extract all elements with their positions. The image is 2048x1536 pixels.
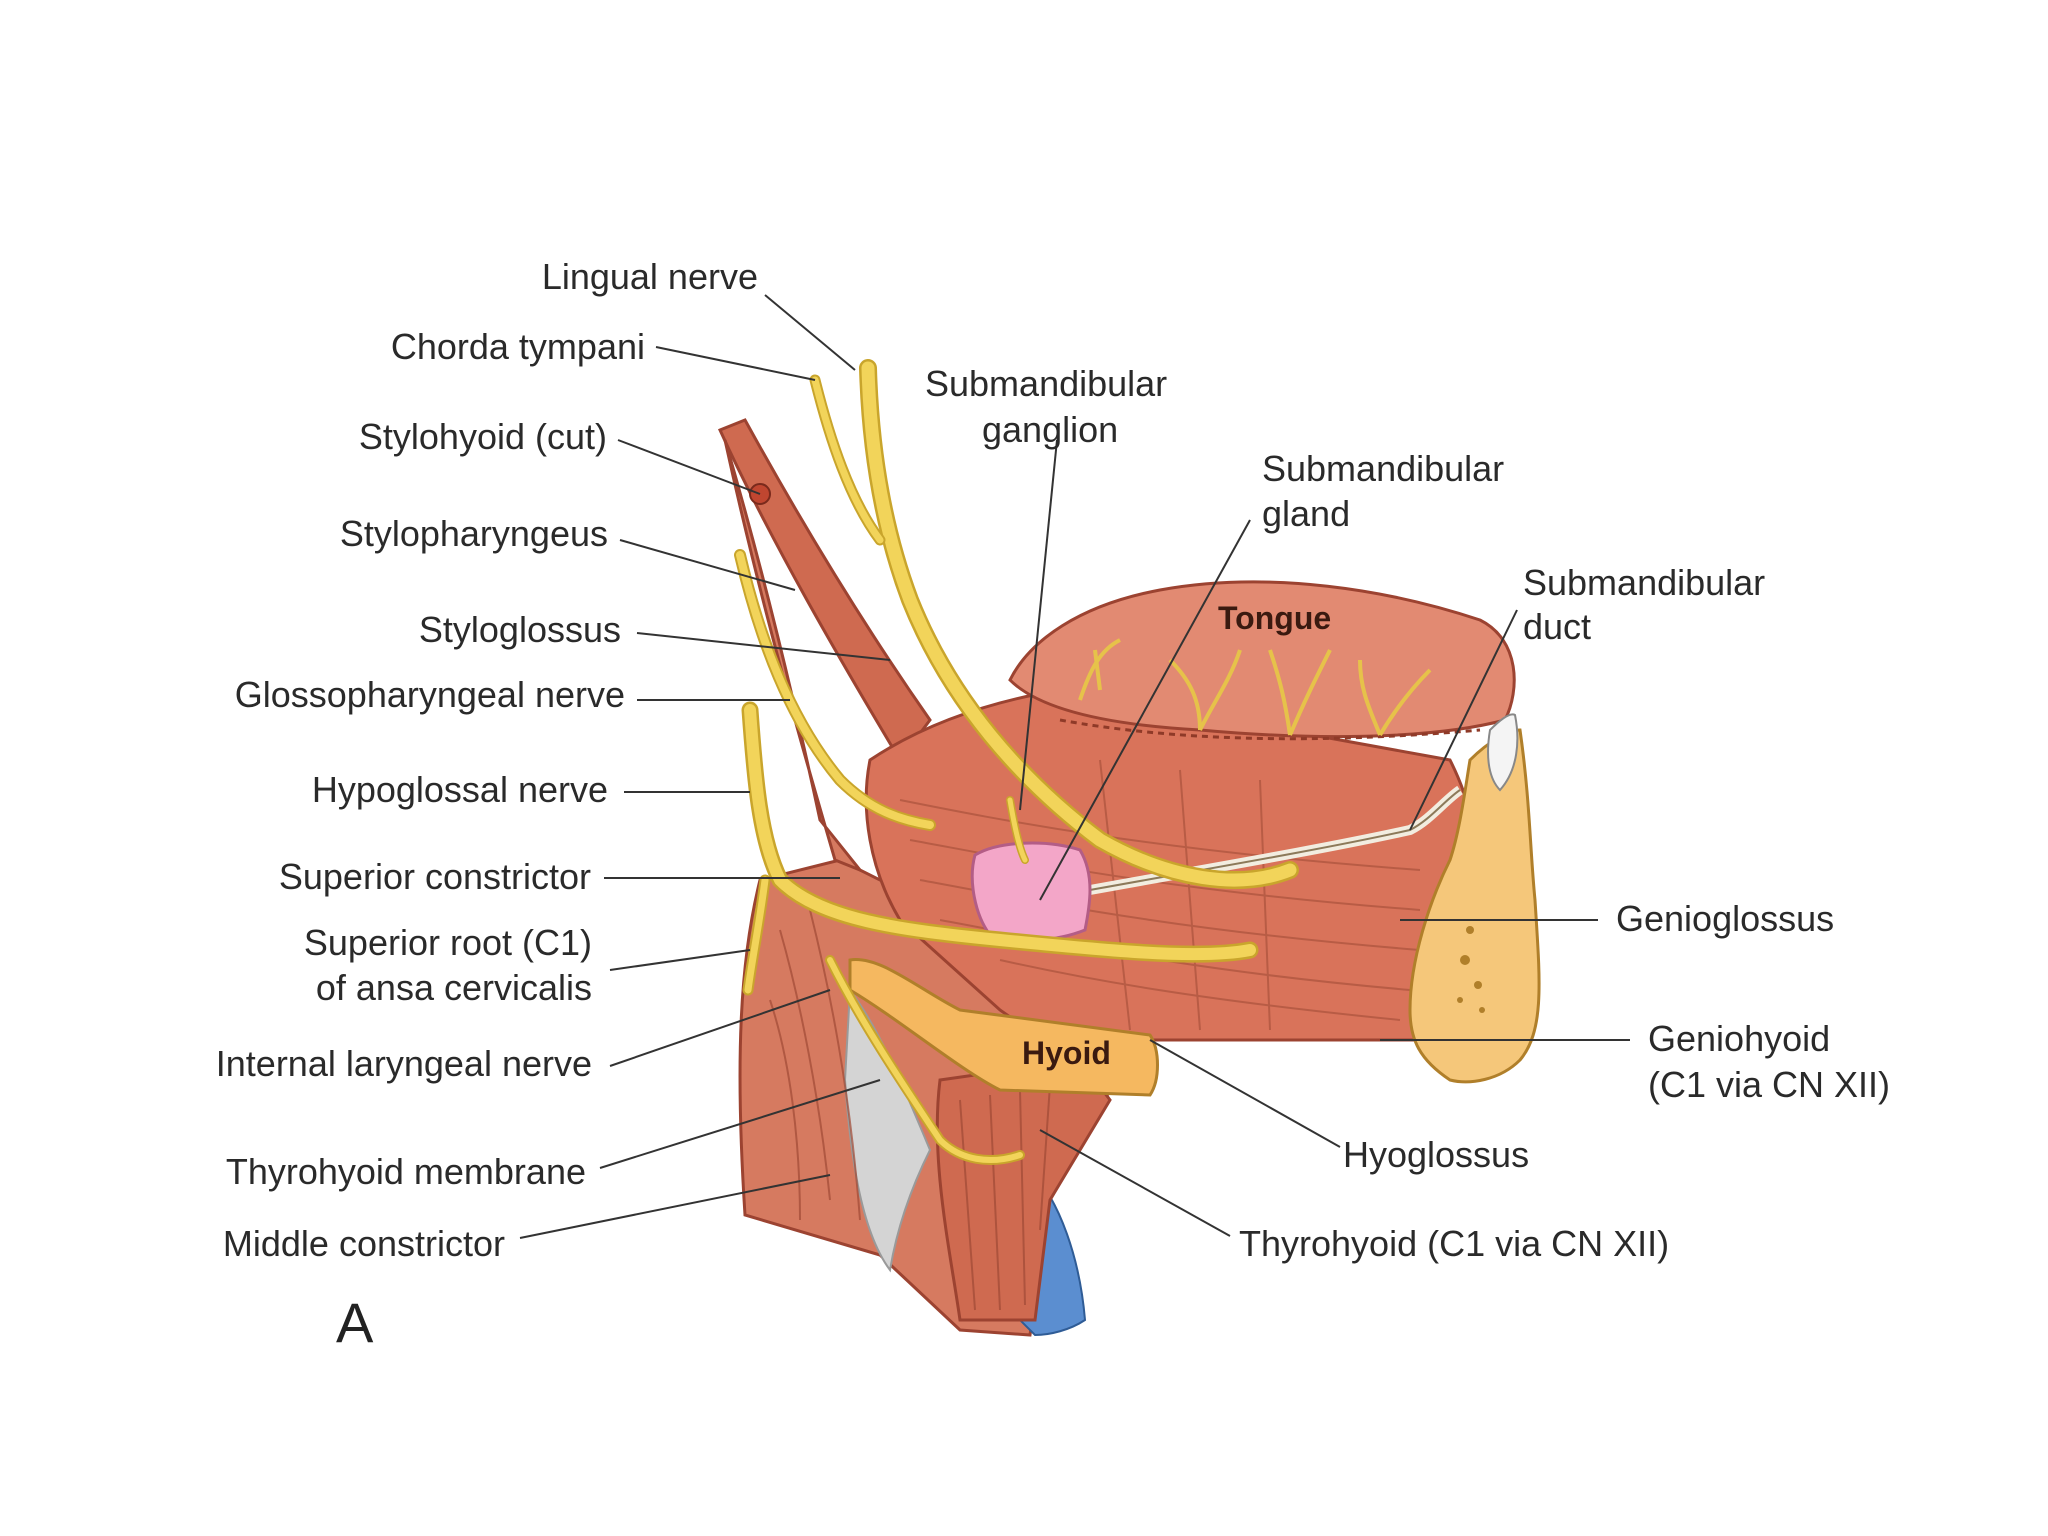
label-geniohyoid-line1: Geniohyoid [1648, 1018, 1831, 1059]
label-submandibular-ganglion-line2: ganglion [982, 409, 1119, 450]
label-hyoid: Hyoid [1022, 1035, 1111, 1071]
label-internal-laryngeal-nerve: Internal laryngeal nerve [215, 1043, 592, 1084]
tongue-shape [1008, 580, 1516, 739]
mandible-shape [1408, 728, 1541, 1084]
stylopharyngeus-shape [723, 439, 865, 874]
submandibular-gland-shape [970, 841, 1092, 942]
label-thyrohyoid-membrane: Thyrohyoid membrane [225, 1151, 586, 1192]
tongue-edge [1059, 718, 1481, 741]
label-chorda-tympani: Chorda tympani [390, 326, 645, 367]
label-geniohyoid-line2: (C1 via CN XII) [1648, 1064, 1891, 1105]
label-glossopharyngeal-nerve: Glossopharyngeal nerve [234, 674, 625, 715]
label-stylopharyngeus: Stylopharyngeus [339, 513, 608, 554]
thyrohyoid-muscle-shape [935, 1058, 1112, 1322]
label-submandibular-duct-line2: duct [1523, 606, 1592, 647]
label-superior-constrictor: Superior constrictor [278, 856, 591, 897]
label-stylohyoid-cut: Stylohyoid (cut) [358, 416, 607, 457]
label-superior-root-line1: Superior root (C1) [303, 922, 592, 963]
label-tongue: Tongue [1218, 600, 1332, 636]
panel-letter: A [336, 1291, 374, 1354]
label-styloglossus: Styloglossus [418, 609, 621, 650]
label-middle-constrictor: Middle constrictor [222, 1223, 505, 1264]
label-submandibular-gland-line1: Submandibular [1262, 448, 1505, 489]
hyoid-bone-shape [848, 958, 1159, 1097]
label-lingual-nerve: Lingual nerve [541, 256, 758, 297]
label-superior-root-line2: of ansa cervicalis [315, 967, 592, 1008]
label-hyoglossus: Hyoglossus [1343, 1134, 1530, 1175]
incisor-shape [1487, 713, 1519, 792]
label-genioglossus: Genioglossus [1616, 898, 1835, 939]
label-submandibular-ganglion-line1: Submandibular [925, 363, 1168, 404]
label-hypoglossal-nerve: Hypoglossal nerve [311, 769, 608, 810]
label-submandibular-gland-line2: gland [1262, 493, 1351, 534]
label-submandibular-duct-line1: Submandibular [1523, 562, 1766, 603]
label-thyrohyoid: Thyrohyoid (C1 via CN XII) [1239, 1223, 1670, 1264]
